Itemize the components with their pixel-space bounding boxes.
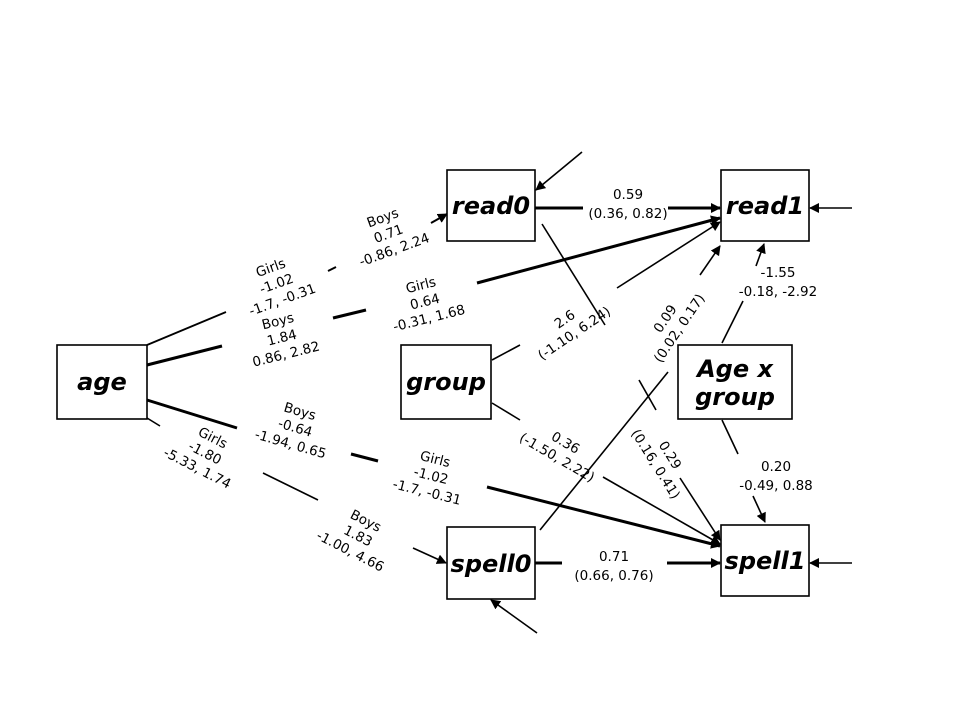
label-read0-read1: 0.59 (0.36, 0.82) bbox=[588, 187, 667, 222]
path-agegroup-read1-b bbox=[755, 243, 766, 267]
label-line: -1.55 bbox=[761, 265, 796, 281]
path-read0-spell1-a bbox=[541, 223, 606, 326]
path-spell0-read1-b bbox=[699, 245, 721, 276]
path-group-spell1-b bbox=[602, 476, 721, 545]
label-line: Girls bbox=[418, 448, 452, 471]
label-line: Girls bbox=[404, 274, 438, 297]
node-read1-label: read1 bbox=[726, 192, 804, 220]
label-spell0-spell1: 0.71 (0.66, 0.76) bbox=[574, 549, 653, 584]
path-group-read1-b bbox=[616, 221, 721, 289]
path-age-read1-c bbox=[476, 215, 721, 285]
node-group-label: group bbox=[406, 368, 486, 396]
path-read0-spell1-b bbox=[638, 379, 657, 411]
label-line: 0.64 bbox=[409, 291, 442, 314]
node-spell0-label: spell0 bbox=[451, 550, 532, 578]
label-age-spell0-boys: Boys1.83-1.00, 4.66 bbox=[314, 497, 402, 575]
node-spell1: spell1 bbox=[720, 524, 810, 597]
label-line: 0.59 bbox=[613, 187, 643, 203]
node-read0: read0 bbox=[446, 169, 536, 242]
label-line: 0.20 bbox=[761, 459, 791, 475]
path-age-read0-a bbox=[146, 311, 227, 346]
path-age-spell1-a bbox=[146, 398, 238, 430]
label-line: 0.71 bbox=[599, 549, 629, 565]
path-age-spell0-a bbox=[146, 417, 161, 427]
label-line: (0.36, 0.82) bbox=[588, 206, 667, 222]
node-age: age bbox=[56, 344, 148, 420]
path-age-spell0-b bbox=[262, 472, 319, 501]
path-group-spell1-a bbox=[491, 402, 521, 421]
path-age-read0-b bbox=[327, 266, 337, 272]
path-age-spell1-c bbox=[486, 485, 721, 549]
label-line: -0.18, -2.92 bbox=[739, 284, 817, 300]
label-agegroup-spell1: 0.20 -0.49, 0.88 bbox=[739, 459, 813, 494]
label-line: Age x bbox=[695, 355, 774, 383]
label-group-spell1: 0.36(-1.50, 2.22) bbox=[516, 415, 605, 486]
label-agegroup-read1: -1.55 -0.18, -2.92 bbox=[739, 265, 817, 300]
label-line: -0.49, 0.88 bbox=[739, 478, 813, 494]
node-read0-label: read0 bbox=[452, 192, 530, 220]
node-spell1-label: spell1 bbox=[725, 547, 806, 575]
label-age-read0-boys: Boys0.71-0.86, 2.24 bbox=[346, 198, 432, 270]
node-read1: read1 bbox=[720, 169, 810, 242]
label-group-read1: 2.6(-1.10, 6.24) bbox=[526, 289, 614, 363]
node-spell0: spell0 bbox=[446, 526, 536, 600]
label-age-read0-girls: Girls-1.02-1.7, -0.31 bbox=[235, 249, 318, 320]
node-age-label: age bbox=[77, 368, 127, 396]
label-age-spell1-boys: Boys-0.64-1.94, 0.65 bbox=[253, 394, 338, 462]
path-age-spell0-c bbox=[412, 547, 447, 564]
label-line: group bbox=[695, 383, 775, 411]
label-age-read1-girls: Girls0.64-0.31, 1.68 bbox=[383, 269, 466, 335]
path-age-read1-b bbox=[332, 308, 367, 320]
path-read0-spell1-c bbox=[679, 477, 721, 541]
path-agegroup-read1-a bbox=[721, 300, 744, 344]
path-spell0-read1-a bbox=[539, 371, 669, 531]
label-line: 1.84 bbox=[266, 327, 299, 350]
path-age-read0-c bbox=[430, 213, 448, 224]
path-agegroup-spell1-b bbox=[752, 495, 766, 523]
path-age-spell1-b bbox=[350, 452, 379, 463]
node-group: group bbox=[400, 344, 492, 420]
error-spell0-arrow bbox=[490, 599, 538, 634]
label-line: Boys bbox=[260, 310, 295, 333]
label-age-spell1-girls: Girls-1.02-1.7, -0.31 bbox=[391, 443, 471, 508]
label-line: (-1.10, 6.24) bbox=[535, 304, 614, 364]
label-line: (0.66, 0.76) bbox=[574, 568, 653, 584]
path-agegroup-spell1-a bbox=[721, 419, 739, 455]
error-read0-arrow bbox=[535, 151, 583, 191]
path-age-read1-a bbox=[146, 344, 223, 367]
path-group-read1-a bbox=[491, 344, 521, 361]
